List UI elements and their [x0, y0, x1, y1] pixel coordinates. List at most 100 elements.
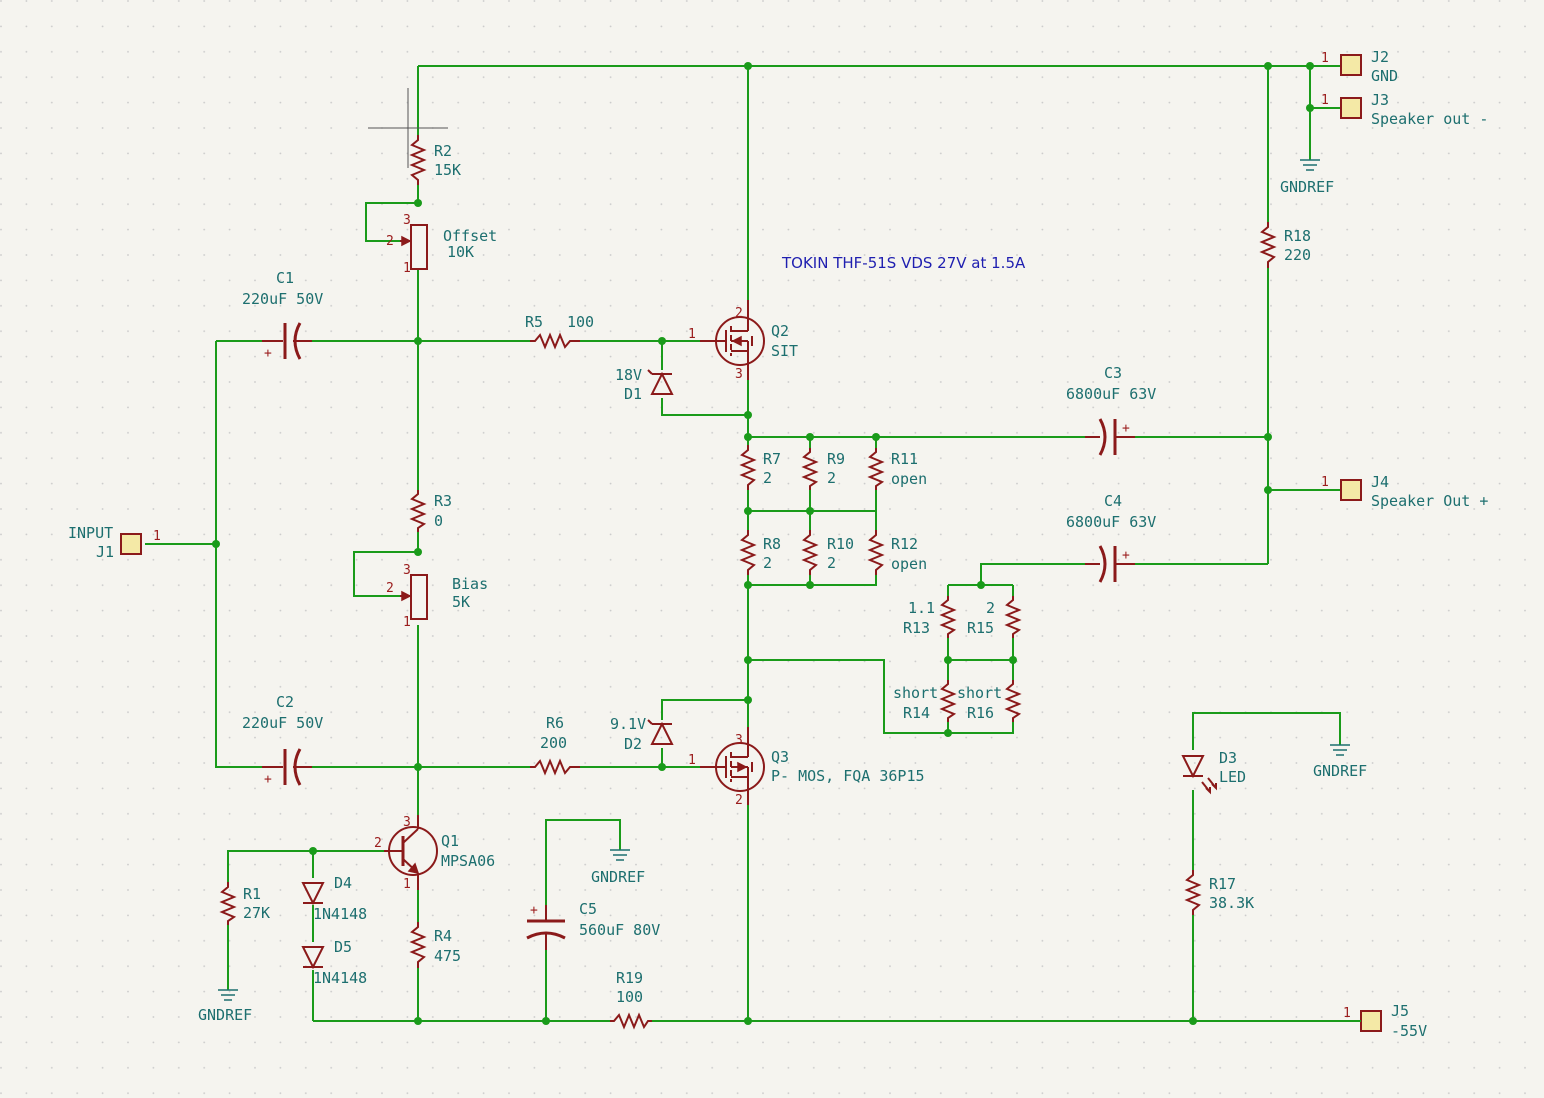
gndref-symbol-top: GNDREF — [1280, 159, 1334, 196]
pin-label: 1 — [403, 615, 411, 630]
r12-ref: R12 — [891, 535, 918, 553]
resistor-r8[interactable]: R8 2 — [739, 530, 781, 575]
transistor-q2[interactable]: 1 2 3 Q2 SIT — [688, 300, 798, 382]
connector-j2[interactable]: 1 J2 GND — [1321, 48, 1398, 85]
schematic-note: TOKIN THF-51S VDS 27V at 1.5A — [781, 254, 1026, 272]
resistor-r1[interactable]: R1 27K — [219, 882, 270, 925]
r8-ref: R8 — [763, 535, 781, 553]
r11-ref: R11 — [891, 450, 918, 468]
r2-ref: R2 — [434, 142, 452, 160]
resistor-r17[interactable]: R17 38.3K — [1184, 870, 1254, 915]
c4-ref: C4 — [1104, 492, 1122, 510]
resistor-r14[interactable]: short R14 — [893, 680, 957, 722]
zener-d2[interactable]: 9.1V D2 — [610, 715, 674, 753]
r2-value: 15K — [434, 161, 461, 179]
resistor-r16[interactable]: short R16 — [957, 680, 1022, 722]
capacitor-c3[interactable]: + C3 6800uF 63V — [1066, 364, 1156, 456]
resistor-r19[interactable]: R19 100 — [610, 969, 652, 1030]
transistor-q1[interactable]: 2 3 1 Q1 MPSA06 — [374, 815, 495, 892]
capacitor-c2[interactable]: + C2 220uF 50V — [242, 693, 323, 787]
resistor-r11[interactable]: R11 open — [867, 448, 927, 490]
d1-ref: D1 — [624, 385, 642, 403]
pin-label: 3 — [403, 563, 411, 578]
r4-ref: R4 — [434, 927, 452, 945]
r19-value: 100 — [616, 988, 643, 1006]
led-d3[interactable]: D3 LED — [1181, 749, 1246, 795]
plus-mark: + — [264, 772, 272, 787]
q3-ref: Q3 — [771, 748, 789, 766]
pin-label: 1 — [688, 327, 696, 342]
connector-j5[interactable]: 1 J5 -55V — [1340, 1002, 1427, 1040]
resistor-r3[interactable]: R3 0 — [409, 490, 452, 532]
gndref-symbol-c5: GNDREF — [591, 849, 645, 886]
resistor-r7[interactable]: R7 2 — [739, 445, 781, 490]
resistor-r6[interactable]: R6 200 — [530, 714, 580, 776]
r13-ref: R13 — [903, 619, 930, 637]
junctions — [212, 62, 1314, 1025]
r9-value: 2 — [827, 469, 836, 487]
q2-ref: Q2 — [771, 322, 789, 340]
r7-ref: R7 — [763, 450, 781, 468]
resistor-r13[interactable]: 1.1 R13 — [903, 596, 957, 638]
diode-d5[interactable]: D5 1N4148 — [301, 938, 367, 987]
diode-d4[interactable]: D4 1N4148 — [301, 874, 367, 923]
c1-ref: C1 — [276, 269, 294, 287]
r1-value: 27K — [243, 904, 270, 922]
r6-ref: R6 — [546, 714, 564, 732]
r14-value: short — [893, 684, 938, 702]
pin-label: 2 — [386, 234, 394, 249]
pin-label: 2 — [735, 306, 743, 321]
d4-ref: D4 — [334, 874, 352, 892]
resistor-r4[interactable]: R4 475 — [409, 922, 461, 968]
connector-j4[interactable]: 1 J4 Speaker Out + — [1321, 473, 1488, 510]
connector-j1[interactable]: 1 INPUT J1 — [68, 524, 161, 561]
bias-value: 5K — [452, 593, 470, 611]
gndref-symbol-led: GNDREF — [1313, 744, 1367, 780]
r16-ref: R16 — [967, 704, 994, 722]
r15-value: 2 — [986, 599, 995, 617]
j2-value: GND — [1371, 67, 1398, 85]
gndref-label: GNDREF — [198, 1006, 252, 1024]
r10-ref: R10 — [827, 535, 854, 553]
j3-value: Speaker out - — [1371, 110, 1488, 128]
potentiometer-offset[interactable]: 3 2 1 Offset 10K — [386, 213, 497, 276]
plus-mark: + — [264, 346, 272, 361]
c3-value: 6800uF 63V — [1066, 385, 1156, 403]
c4-value: 6800uF 63V — [1066, 513, 1156, 531]
resistor-r10[interactable]: R10 2 — [801, 530, 854, 575]
j1-value: INPUT — [68, 524, 113, 542]
d1-value: 18V — [615, 366, 642, 384]
zener-d1[interactable]: 18V D1 — [615, 366, 674, 403]
q2-value: SIT — [771, 342, 798, 360]
j2-ref: J2 — [1371, 48, 1389, 66]
c2-ref: C2 — [276, 693, 294, 711]
r12-value: open — [891, 555, 927, 573]
capacitor-c4[interactable]: + C4 6800uF 63V — [1066, 492, 1156, 583]
resistor-r9[interactable]: R9 2 — [801, 448, 845, 490]
resistor-r18[interactable]: R18 220 — [1259, 222, 1311, 268]
transistor-q3[interactable]: 1 3 2 Q3 P- MOS, FQA 36P15 — [688, 727, 925, 808]
resistor-r5[interactable]: R5 100 — [525, 313, 594, 350]
pin-label: 1 — [1321, 51, 1329, 66]
pin-label: 3 — [403, 213, 411, 228]
plus-mark: + — [1122, 548, 1130, 563]
resistor-r15[interactable]: 2 R15 — [967, 596, 1022, 638]
plus-mark: + — [530, 903, 538, 918]
gndref-symbol-r1: GNDREF — [198, 989, 252, 1024]
d2-value: 9.1V — [610, 715, 646, 733]
capacitor-c5[interactable]: + C5 560uF 80V — [526, 900, 660, 950]
connector-j3[interactable]: 1 J3 Speaker out - — [1321, 91, 1488, 128]
pin-label: 1 — [403, 877, 411, 892]
pin-label: 3 — [735, 367, 743, 382]
d3-value: LED — [1219, 768, 1246, 786]
c3-ref: C3 — [1104, 364, 1122, 382]
r3-ref: R3 — [434, 492, 452, 510]
potentiometer-bias[interactable]: 3 2 1 Bias 5K — [386, 563, 488, 630]
r15-ref: R15 — [967, 619, 994, 637]
pin-label: 1 — [1321, 93, 1329, 108]
capacitor-c1[interactable]: + C1 220uF 50V — [242, 269, 323, 361]
resistor-r12[interactable]: R12 open — [867, 530, 927, 575]
resistor-r2[interactable]: R2 15K — [409, 135, 461, 185]
